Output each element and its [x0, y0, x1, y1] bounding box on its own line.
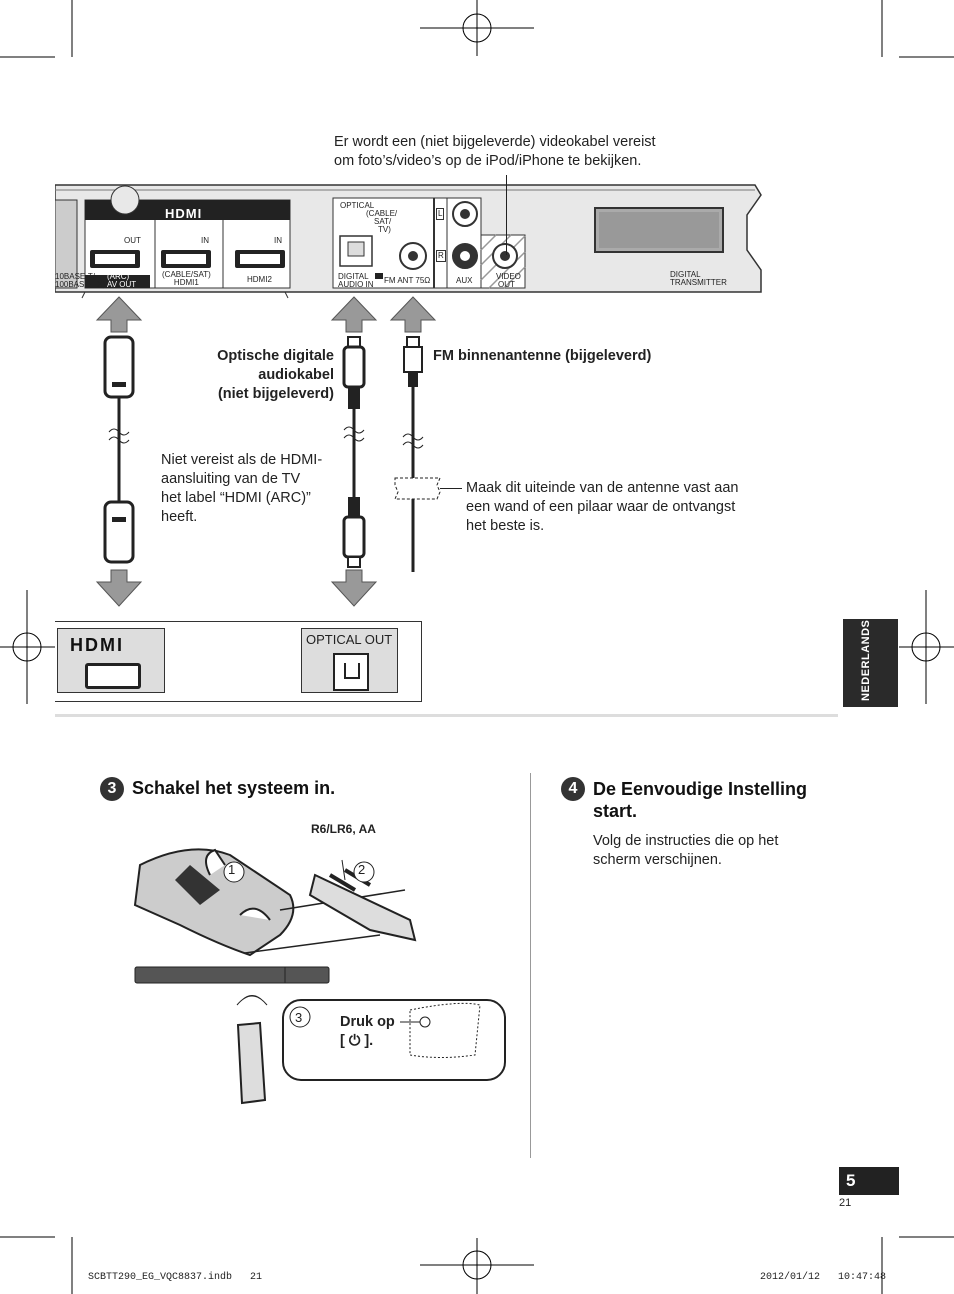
fm-antenna-label: FM binnenantenne (bijgeleverd) [433, 348, 652, 364]
press-instruction: Druk op [ ⏻ ]. [340, 1013, 395, 1051]
l-label: L [436, 208, 445, 220]
label-line: AUDIO IN [338, 280, 374, 289]
optical-port-slot [344, 663, 360, 679]
lan-label: 10BASE-T/ 100BASE-TX) [55, 273, 105, 289]
text-line: scherm verschijnen. [593, 852, 722, 868]
label-line: OUT [498, 280, 515, 289]
digital-transmitter-label: DIGITAL TRANSMITTER [670, 271, 727, 287]
label-line: AV OUT [107, 280, 137, 289]
label-line: (CABLE/ [366, 209, 398, 218]
tv-optical-port-box: OPTICAL OUT [301, 628, 398, 693]
step4-title: De Eenvoudige Instelling start. [593, 778, 807, 822]
in-label: IN [201, 236, 209, 245]
fm-ant-label: FM ANT 75Ω [384, 276, 431, 285]
label-line: audiokabel [258, 367, 334, 383]
page-number: 5 [846, 1171, 856, 1190]
page-number-box: 5 [839, 1167, 899, 1195]
label-line: TV) [378, 225, 391, 234]
step-number: 4 [561, 777, 585, 801]
cable-illustration [95, 296, 441, 607]
title-line: start. [593, 801, 638, 821]
label-line: OPTICAL [340, 201, 375, 210]
antenna-note: Maak dit uiteinde van de antenne vast aa… [466, 479, 738, 536]
hdmi-logo: HDMI [70, 635, 124, 655]
press-key: [ ⏻ ]. [340, 1033, 374, 1049]
note-line: een wand of een pilaar waar de ontvangst [466, 499, 736, 515]
side-tab-label: NEDERLANDS [860, 619, 872, 701]
substep-3: 3 [295, 1010, 303, 1025]
label-line: (ARC) [107, 272, 130, 281]
video-cable-note: Er wordt een (niet bijgeleverde) videoka… [334, 133, 656, 171]
text-line: Volg de instructies die op het [593, 833, 779, 849]
tv-panel: HDMI OPTICAL OUT [55, 621, 422, 702]
hdmi-note: Niet vereist als de HDMI- aansluiting va… [161, 451, 322, 527]
hdmi-logo: HDMI [165, 206, 203, 221]
battery-label: R6/LR6, AA [311, 822, 376, 836]
optical-out-label: OPTICAL OUT [306, 632, 393, 647]
remote-battery-illustration [133, 848, 506, 1105]
label-line: (niet bijgeleverd) [217, 386, 334, 402]
note-line: om foto’s/video’s op de iPod/iPhone te b… [334, 153, 642, 169]
label-line: HDMI1 [173, 278, 199, 287]
note-line: aansluiting van de TV [161, 471, 301, 487]
label-line: DIGITAL [338, 272, 369, 281]
note-line: Maak dit uiteinde van de antenne vast aa… [466, 480, 739, 496]
in-label: IN [274, 236, 282, 245]
note-line: het label “HDMI (ARC)” [161, 490, 311, 506]
optical-label: OPTICAL (CABLE/ SAT/ TV) [340, 202, 397, 234]
column-divider [530, 773, 531, 1158]
pointer-line [506, 175, 507, 255]
step3-title: Schakel het systeem in. [132, 778, 336, 798]
label-line: 100BASE-TX) [55, 280, 106, 289]
aux-label: AUX [456, 276, 473, 285]
section-divider [55, 714, 838, 717]
video-out-label: VIDEO OUT [496, 273, 521, 289]
r-label: R [436, 250, 446, 262]
note-line: het beste is. [466, 518, 545, 534]
title-line: De Eenvoudige Instelling [593, 779, 808, 799]
hdmi-port-icon [85, 663, 141, 689]
pointer-line [440, 488, 462, 489]
label-line: DIGITAL [670, 270, 701, 279]
step4-text: Volg de instructies die op het scherm ve… [593, 832, 778, 870]
label-line: SAT/ [374, 217, 392, 226]
label-line: (CABLE/SAT) [162, 270, 211, 279]
out-label: OUT [124, 236, 141, 245]
label-line: TRANSMITTER [670, 278, 727, 287]
step-number: 3 [100, 777, 124, 801]
label-line: 10BASE-T/ [55, 272, 96, 281]
label-line: VIDEO [496, 272, 521, 281]
hdmi2-label: HDMI2 [247, 275, 272, 284]
language-side-tab: NEDERLANDS [843, 619, 898, 707]
optical-cable-label: Optische digitale audiokabel (niet bijge… [170, 347, 334, 404]
footer-file: SCBTT290_EG_VQC8837.indb 21 [88, 1272, 263, 1283]
note-line: heeft. [161, 509, 198, 525]
tv-hdmi-port-box: HDMI [57, 628, 165, 693]
substep-2: 2 [358, 862, 366, 877]
note-line: Niet vereist als de HDMI- [161, 452, 323, 468]
footer-timestamp: 2012/01/12 10:47:48 [760, 1272, 887, 1283]
press-label: Druk op [340, 1014, 395, 1030]
note-line: Er wordt een (niet bijgeleverde) videoka… [334, 134, 656, 150]
hdmi1-label: (CABLE/SAT) HDMI1 [162, 271, 211, 287]
substep-1: 1 [228, 862, 236, 877]
rear-panel-illustration [55, 184, 762, 299]
optical-port-icon [333, 653, 369, 691]
digital-audio-in-label: DIGITAL AUDIO IN [338, 273, 374, 289]
arc-label: (ARC) AV OUT [107, 273, 136, 289]
label-line: Optische digitale [217, 348, 334, 364]
page-sub-number: 21 [839, 1197, 852, 1209]
